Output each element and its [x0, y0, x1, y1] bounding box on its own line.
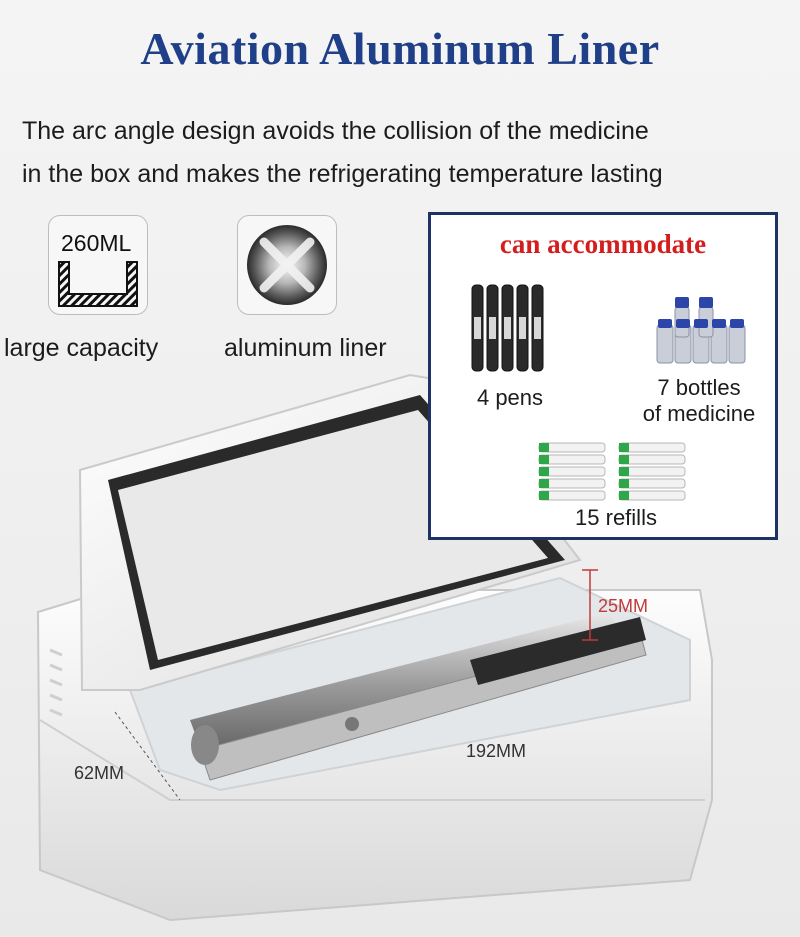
- bottles-label: 7 bottles of medicine: [619, 375, 779, 427]
- capacity-feature-tile: 260ML: [48, 215, 148, 315]
- capacity-badge: 260ML: [61, 230, 132, 256]
- description-line-1: The arc angle design avoids the collisio…: [22, 117, 649, 145]
- bottles-label-line-1: 7 bottles: [657, 375, 741, 400]
- liner-feature-tile: [237, 215, 337, 315]
- capacity-label: large capacity: [4, 334, 159, 362]
- refills-label: 15 refills: [575, 505, 657, 530]
- bottles-icon: [656, 297, 746, 364]
- accommodate-title: can accommodate: [499, 229, 707, 259]
- bottles-label-line-2: of medicine: [642, 401, 756, 426]
- pens: [190, 612, 647, 781]
- description: The arc angle design avoids the collisio…: [22, 110, 782, 196]
- liner-label: aluminum liner: [224, 334, 387, 362]
- pens-icon: [471, 284, 544, 372]
- accommodate-panel: can accommodate 4 pens: [428, 212, 778, 540]
- depth-dimension-guide: [114, 711, 181, 801]
- pens-label: 4 pens: [476, 385, 544, 410]
- height-dimension: 25MM: [598, 596, 649, 616]
- capacity-icon: [58, 261, 138, 307]
- depth-dimension: 62MM: [74, 763, 125, 783]
- page-title: Aviation Aluminum Liner: [140, 23, 660, 74]
- aluminum-liner-icon: [247, 225, 327, 305]
- description-line-2: in the box and makes the refrigerating t…: [22, 160, 663, 188]
- refills-icon: [538, 442, 686, 501]
- height-dimension-guide: [582, 569, 598, 641]
- length-dimension: 192MM: [466, 741, 527, 761]
- vent-slots: [49, 648, 63, 717]
